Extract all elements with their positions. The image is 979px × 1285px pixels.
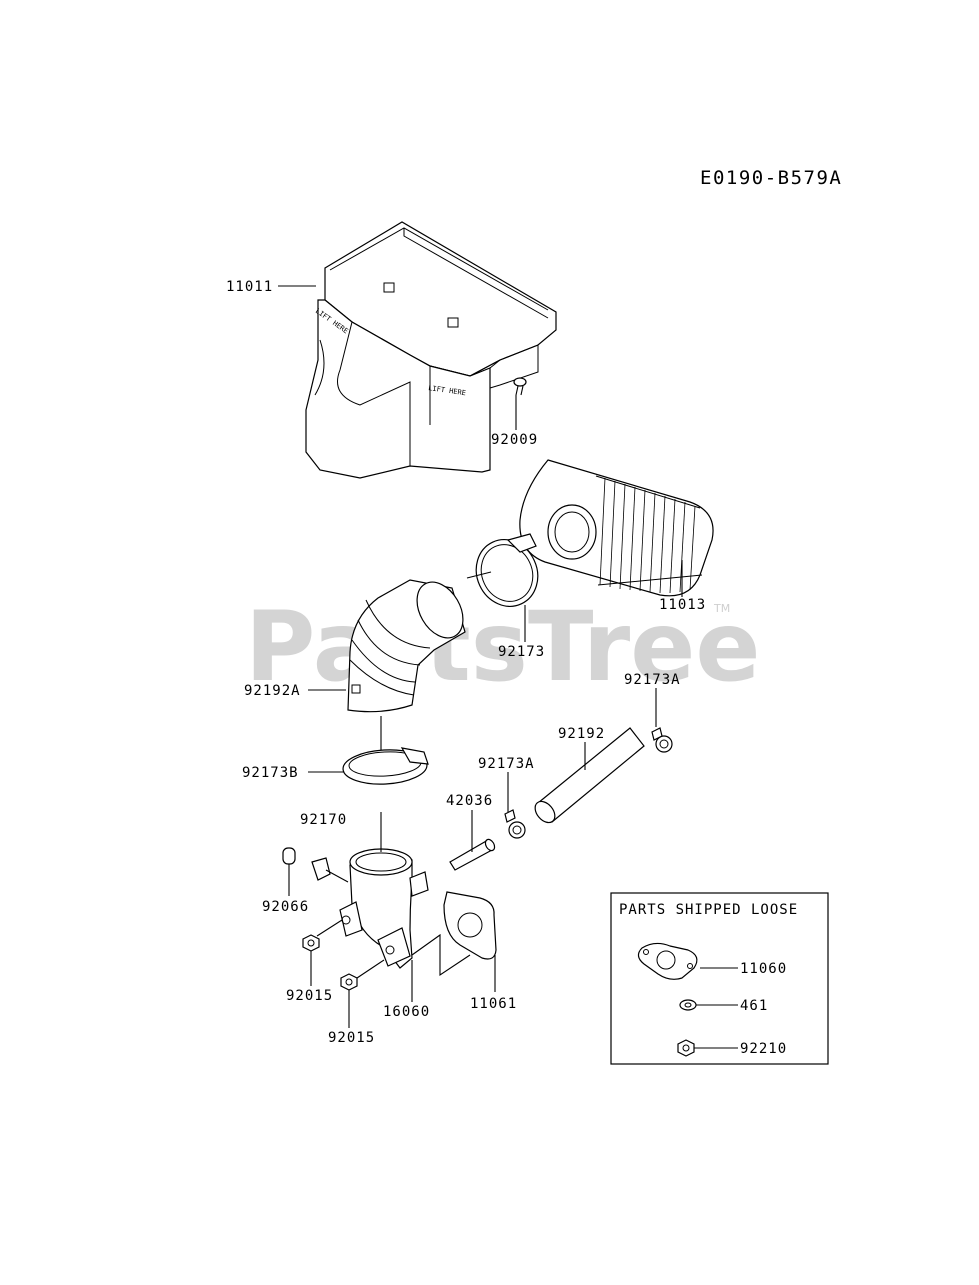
label-92173A-lower[interactable]: 92173A [478, 756, 535, 772]
watermark-tm: TM [713, 602, 730, 615]
small-clamp-lower[interactable] [504, 809, 526, 839]
label-92015-lower[interactable]: 92015 [328, 1030, 375, 1046]
label-92192A[interactable]: 92192A [244, 683, 301, 699]
label-92173A-upper[interactable]: 92173A [624, 672, 681, 688]
clamp-92173[interactable] [465, 530, 548, 617]
loose-box-title: PARTS SHIPPED LOOSE [619, 902, 798, 918]
part-labels: 11011 92009 11013 92173 92192A 92173A 92… [226, 279, 706, 1046]
gasket-11061[interactable] [443, 891, 497, 960]
breather-hose-92192[interactable] [531, 727, 645, 826]
label-11013[interactable]: 11013 [659, 597, 706, 613]
loose-label-11060[interactable]: 11060 [740, 961, 787, 977]
label-11011[interactable]: 11011 [226, 279, 273, 295]
nut-lower[interactable] [340, 973, 358, 991]
label-92173B[interactable]: 92173B [242, 765, 299, 781]
hose-fitting[interactable] [311, 857, 331, 881]
label-92066[interactable]: 92066 [262, 899, 309, 915]
label-11061[interactable]: 11061 [470, 996, 517, 1012]
watermark-text: PartsTree [245, 591, 760, 703]
loose-gasket-11060[interactable] [637, 942, 698, 980]
label-92170[interactable]: 92170 [300, 812, 347, 828]
air-filter[interactable] [519, 459, 714, 597]
diagram-code: E0190-B579A [700, 167, 842, 189]
label-92009[interactable]: 92009 [491, 432, 538, 448]
screw-92009[interactable] [513, 377, 527, 396]
loose-label-461[interactable]: 461 [740, 998, 768, 1014]
intake-adapter[interactable] [339, 848, 429, 969]
loose-washer-461[interactable] [679, 999, 697, 1011]
parts-shipped-loose-box: PARTS SHIPPED LOOSE 11060 461 92210 [610, 892, 829, 1065]
label-92192[interactable]: 92192 [558, 726, 605, 742]
label-16060[interactable]: 16060 [383, 1004, 430, 1020]
leader-lines [278, 285, 683, 1028]
pipe-42036[interactable] [449, 838, 496, 871]
plug-92066[interactable] [282, 847, 296, 865]
small-clamp-upper[interactable] [651, 727, 673, 753]
air-cleaner-cover[interactable]: LIFT HERE LIFT HERE [305, 221, 557, 479]
label-92173[interactable]: 92173 [498, 644, 545, 660]
label-42036[interactable]: 42036 [446, 793, 493, 809]
band-clamp-92173B[interactable] [342, 747, 429, 786]
elbow-hose-92192A[interactable] [347, 574, 472, 713]
loose-nut-92210[interactable] [677, 1039, 695, 1057]
loose-label-92210[interactable]: 92210 [740, 1041, 787, 1057]
label-92015-upper[interactable]: 92015 [286, 988, 333, 1004]
nut-upper[interactable] [302, 934, 320, 952]
